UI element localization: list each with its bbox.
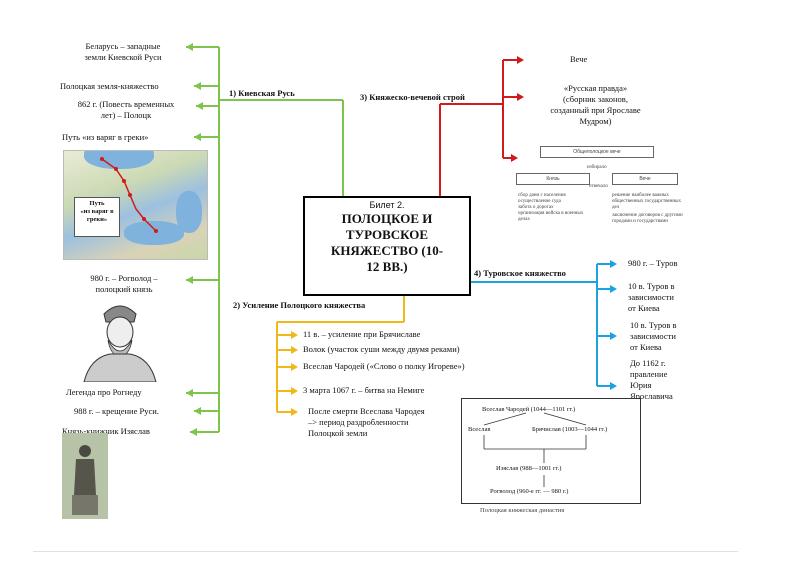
veche-label: Вече [570,54,588,64]
tree-bryachislav: Брячислав (1003—1044 гг.) [532,426,608,433]
ticket-label: Билет 2. [369,200,405,210]
map-legend-line-3: греки» [86,216,108,223]
scheme-veche-box: Вече [612,173,678,185]
turov-dep1-line-3: от Киева [628,303,660,313]
dynasty-caption: Полоцкая княжеская династия [480,507,565,514]
scheme-mid-label: отвечало [589,184,608,189]
tree-vseslav-sorcerer: Всеслав Чародей (1044—1101 гг.) [482,406,576,413]
portrait-drawing [83,305,157,383]
prince-duty: забота о дорогах [518,205,554,210]
prince-duty: сбор дани с населения [518,193,566,198]
map-legend: Путь «из варяг в греки» [74,197,120,237]
turov-dependence-2: 10 в. Туров в зависимости от Киева [630,320,677,353]
battle-nemiga: 3 марта 1067 г. – битва на Немиге [303,385,425,395]
statue-drawing [62,433,108,519]
prince-duties-list: сбор дани с населения осуществление суда… [518,193,592,223]
rogvolod-portrait [64,296,176,383]
turov-dependence-1: 10 в. Туров в зависимости от Киева [628,281,675,314]
map-legend-line-2: «из варяг в [80,208,114,215]
veche-duty: заключение договоров с другими городами … [612,213,683,224]
trade-route: Путь «из варяг в греки» [62,132,149,142]
branch-polotsk-strengthening: 2) Усиление Полоцкого княжества [233,300,366,310]
pravda-line-3: созданный при Ярославе [550,105,641,115]
main-title-line-1: ПОЛОЦКОЕ И [341,211,433,226]
tree-rogvolod: Рогволод (960-е гг. — 980 г.) [490,488,569,495]
yuri-line-3: Юрия [630,380,652,390]
year-862-line-1: 862 г. (Повесть временных [77,99,175,109]
prince-duty: организация войска в военных делах [518,211,584,222]
pravda-line-2: (сборник законов, [563,94,628,104]
prince-duty: осуществление суда [518,199,561,204]
pravda-line-4: Мудром) [579,116,612,126]
belarus-line-1: Беларусь – западные [85,41,161,51]
yuri-reign: До 1162 г. правление Юрия Ярославича [630,358,673,402]
fragmentation-line-1: После смерти Всеслава Чародея [308,406,425,416]
route-line [100,157,158,233]
fragmentation-line-3: Полоцкой земли [308,428,368,438]
main-title-line-3: КНЯЖЕСТВО (10- [330,243,444,258]
yuri-line-2: правление [630,369,668,379]
pravda-line-1: «Русская правда» [563,83,628,93]
main-title-line-4: 12 ВВ.) [366,259,408,274]
russkaya-pravda-note: «Русская правда» (сборник законов, созда… [528,83,663,127]
yuri-line-1: До 1162 г. [630,358,666,368]
tree-connectors [483,412,587,487]
izyaslav-statue [62,433,108,519]
turov-dep2-line-3: от Киева [630,342,662,352]
scheme-header: Общеполоцкое вече [540,146,654,158]
dynasty-tree: Всеслав Чародей (1044—1101 гг.) Всеслав … [461,398,641,504]
map-legend-line-1: Путь [89,200,105,207]
turov-dep1-line-1: 10 в. Туров в [628,281,675,291]
turov-dep1-line-2: зависимости [628,292,674,302]
footer-divider [33,551,738,552]
year-862-note: 862 г. (Повесть временных лет) – Полоцк [58,99,194,121]
veche-duties-list: решение наиболее важных общественных гос… [612,193,684,225]
branch-turov: 4) Туровское княжество [474,268,566,278]
rogvolod-line-2: полоцкий князь [95,284,153,294]
yuri-line-4: Ярославича [630,391,673,401]
turov-dep2-line-2: зависимости [630,331,676,341]
portage-definition: Волок (участок суши между двумя реками) [303,344,460,354]
fragmentation-note: После смерти Всеслава Чародея –> период … [308,406,425,439]
prince-izyaslav: Князь-книжник Изяслав [62,426,150,436]
rogvolod-line-1: 980 г. – Рогволод – [90,273,158,283]
trade-route-map: Путь «из варяг в греки» [63,150,208,260]
polotsk-land: Полоцкая земля-княжество [60,81,159,91]
fragmentation-line-2: –> период раздробленности [308,417,409,427]
scheme-top-label: избирало [587,165,607,170]
belarus-line-2: земли Киевской Руси [84,52,162,62]
turov-980: 980 г. – Туров [628,258,678,268]
branch-kievan-rus: 1) Киевская Русь [229,88,295,98]
turov-dep2-line-1: 10 в. Туров в [630,320,677,330]
tree-izyaslav: Изяслав (988—1001 гг.) [496,465,562,472]
center-title-box: Билет 2. ПОЛОЦКОЕ И ТУРОВСКОЕ КНЯЖЕСТВО … [303,196,471,296]
scheme-prince-box: Князь [516,173,590,185]
bryachislav-strengthening: 11 в. – усиление при Брячиславе [303,329,421,339]
belarus-note: Беларусь – западные земли Киевской Руси [62,41,184,63]
branch-veche-system: 3) Княжеско-вечевой строй [360,92,465,102]
vseslav-sorcerer: Всеслав Чародей («Слово о полку Игореве»… [303,361,465,371]
main-title-line-2: ТУРОВСКОЕ [345,227,429,242]
year-862-line-2: лет) – Полоцк [100,110,152,120]
rogvolod-note: 980 г. – Рогволод – полоцкий князь [62,273,186,295]
baptism-of-rus: 988 г. – крещение Руси. [74,406,159,416]
rogneda-legend: Легенда про Рогнеду [66,387,142,397]
veche-duty: решение наиболее важных общественных гос… [612,193,681,210]
tree-vseslav: Всеслав [468,426,491,433]
